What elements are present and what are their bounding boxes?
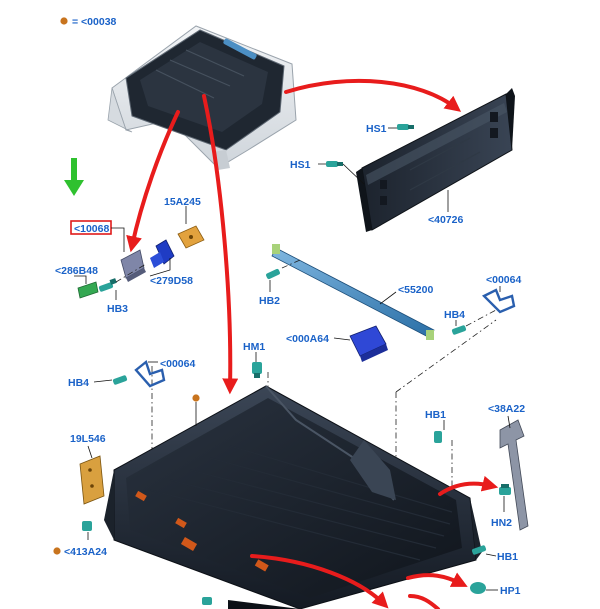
- bracket-10068: [120, 249, 146, 282]
- label-hb4-left: HB4: [68, 377, 89, 389]
- leader-55200: [379, 291, 397, 305]
- bolt-hb3: [98, 278, 117, 292]
- label-hs1-top: HS1: [366, 123, 387, 135]
- plate-38a22: [499, 419, 529, 531]
- bolt-hb4-right: [451, 325, 467, 335]
- leader-286b48: [74, 275, 87, 284]
- tailgate-illustration: [356, 88, 515, 232]
- leader-000a64: [333, 337, 351, 341]
- red-arrow-bottom-icon: [250, 554, 389, 609]
- dash-line-right-diag: [395, 319, 497, 393]
- label-279d58: <279D58: [150, 275, 193, 287]
- label-40726: <40726: [428, 214, 463, 226]
- bolt-hb1-upper: [434, 431, 442, 443]
- label-hb2: HB2: [259, 295, 280, 307]
- label-00064-left: <00064: [160, 358, 195, 370]
- leader-hb1-lower: [485, 553, 497, 557]
- leader-38a22: [507, 415, 511, 429]
- green-down-arrow-icon: [64, 158, 84, 196]
- legend: = <00038: [60, 16, 117, 28]
- dash-hb4-right: [465, 309, 497, 327]
- label-hb1-lower: HB1: [497, 551, 518, 563]
- bracket-279d58: [150, 239, 175, 268]
- orange-dot-413a24-icon: [53, 547, 61, 555]
- bracket-19l546: [79, 455, 105, 505]
- hook-00064-left: [134, 359, 166, 388]
- label-hs1-left: HS1: [290, 159, 311, 171]
- legend-dot-icon: [60, 17, 68, 25]
- label-38a22: <38A22: [488, 403, 525, 415]
- pad-286b48: [77, 281, 99, 299]
- leader-19l546: [87, 445, 93, 459]
- leader-10068: [111, 227, 125, 252]
- label-000a64: <000A64: [286, 333, 329, 345]
- plug-hp1: [470, 582, 486, 594]
- hs1-bolt-top: [397, 124, 414, 130]
- red-arrow-to-bed-icon: [202, 94, 239, 395]
- hook-00064-right: [481, 288, 516, 314]
- leader-hs1-left: [318, 163, 365, 185]
- leader-hb4-left: [93, 379, 113, 383]
- label-413a24: <413A24: [64, 546, 107, 558]
- orange-dot-icon: [192, 394, 200, 402]
- bolt-hb2: [266, 268, 280, 280]
- red-arrow-to-bracket-icon: [126, 110, 180, 253]
- label-hb1-upper: HB1: [425, 409, 446, 421]
- red-arrow-to-tailgate-icon: [284, 78, 462, 112]
- dash-hb3: [115, 263, 147, 283]
- label-hp1: HP1: [500, 585, 521, 597]
- highlight-box: [70, 220, 112, 235]
- label-hb3: HB3: [107, 303, 128, 315]
- legend-text: = <00038: [72, 16, 117, 28]
- label-286b48: <286B48: [55, 265, 98, 277]
- leader-279d58: [149, 258, 171, 277]
- nut-hn2: [499, 484, 511, 495]
- bottom-bolt: [202, 597, 212, 605]
- clip-15a245: [177, 225, 205, 249]
- red-arrow-to-hn2-icon: [438, 475, 499, 496]
- label-hn2: HN2: [491, 517, 512, 529]
- label-00064-right: <00064: [486, 274, 521, 286]
- ghost-bed-illustration: [107, 25, 297, 170]
- bolt-413a24-area: [82, 521, 92, 531]
- label-10068: <10068: [74, 223, 109, 235]
- callout-labels: HS1 HS1 <40726 <10068 15A245 <286B48 <27…: [55, 123, 525, 597]
- bolt-hb4-left: [112, 375, 128, 385]
- label-19l546: 19L546: [70, 433, 106, 445]
- red-arrow-bottom-right-icon: [408, 594, 440, 609]
- label-55200: <55200: [398, 284, 433, 296]
- hs1-bolt-left: [326, 161, 343, 167]
- bracket-000a64: [349, 325, 388, 362]
- label-hb4-right: HB4: [444, 309, 465, 321]
- bolt-hm1: [252, 362, 262, 378]
- label-15a245: 15A245: [164, 196, 201, 208]
- label-hm1: HM1: [243, 341, 265, 353]
- main-bed-illustration: [104, 385, 482, 609]
- dash-hb2: [281, 259, 301, 269]
- bolt-hb1-lower: [471, 545, 487, 555]
- red-arrow-to-hp1-icon: [406, 572, 468, 587]
